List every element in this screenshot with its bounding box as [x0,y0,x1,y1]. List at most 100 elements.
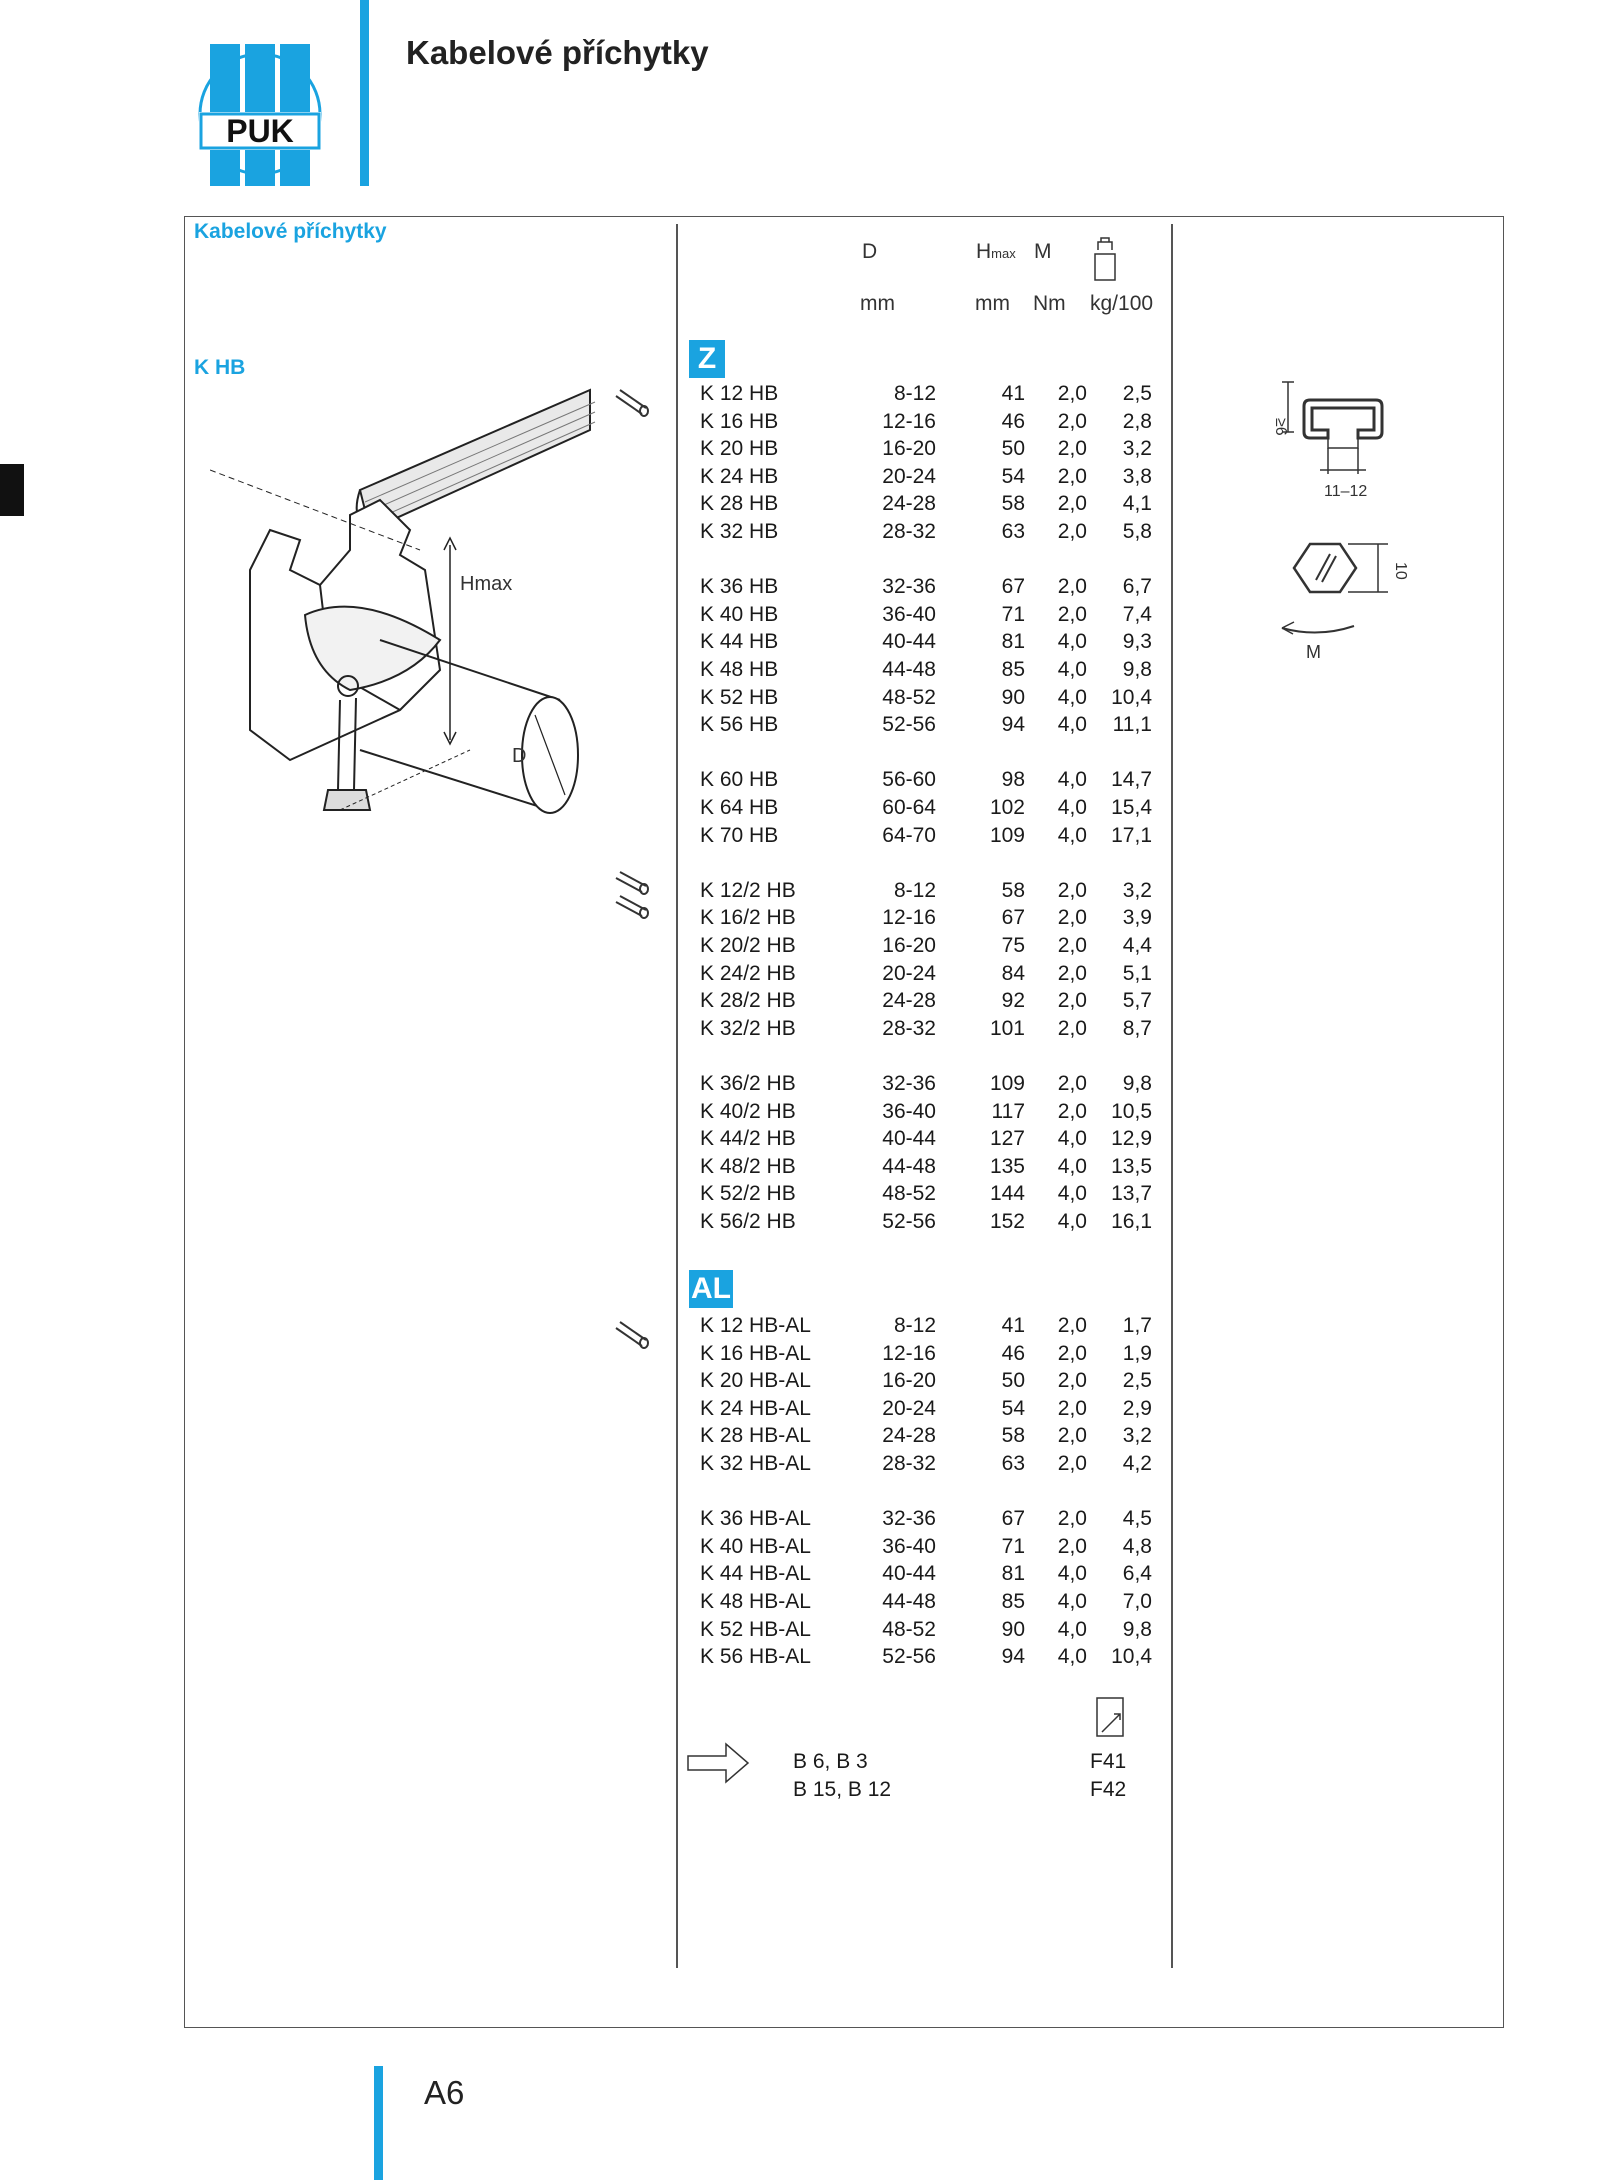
header-accent-bar [360,0,369,186]
product-code: K 12/2 HB [700,878,796,902]
page-reference-icon [1096,1697,1124,1737]
diameter-range: 16-20 [882,1369,936,1393]
badge-z: Z [689,340,725,378]
hmax-value: 85 [1001,658,1025,681]
unit-h: mm [975,292,1010,315]
torque-value: 4,0 [1057,1210,1087,1233]
weight-value: 7,4 [1122,602,1152,626]
weight-value: 10,5 [1111,1099,1152,1123]
weight-value: 6,4 [1122,1562,1152,1586]
weight-value: 9,3 [1122,630,1152,654]
hmax-value: 81 [1001,1562,1025,1586]
weight-value: 4,5 [1122,1507,1152,1531]
product-code: K 36/2 HB [700,1072,796,1095]
hmax-value: 102 [989,796,1025,819]
hmax-value: 75 [1001,934,1025,957]
weight-value: 4,8 [1122,1534,1152,1558]
torque-value: 4,0 [1057,1154,1087,1178]
torque-value: 4,0 [1057,1562,1087,1586]
header-m: M [1034,240,1052,263]
weight-value: 9,8 [1122,1072,1152,1095]
product-code: K 28 HB-AL [700,1424,811,1448]
column-divider-left [676,224,678,1968]
torque-value: 2,0 [1057,878,1087,902]
torque-value: 2,0 [1057,382,1087,405]
torque-value: 2,0 [1057,1341,1087,1365]
weight-value: 8,7 [1122,1016,1152,1040]
hmax-value: 50 [1001,437,1025,461]
weight-value: 1,7 [1122,1314,1152,1337]
product-code: K 16 HB [700,409,779,433]
torque-value: 2,0 [1057,1099,1087,1123]
diameter-range: 12-16 [882,409,936,433]
section-tab-marker [0,464,24,516]
header-hmax: Hmax [976,240,1016,264]
weight-value: 9,8 [1122,658,1152,681]
torque-value: 4,0 [1057,1617,1087,1641]
product-code: K 60 HB [700,768,779,792]
diameter-range: 24-28 [882,1424,936,1448]
hmax-value: 50 [1001,1369,1025,1393]
torque-value: 2,0 [1057,1369,1087,1393]
weight-value: 16,1 [1111,1210,1152,1233]
torque-value: 2,0 [1057,1072,1087,1095]
dim-min-label: ≥6 [1272,418,1289,436]
weight-value: 2,5 [1122,382,1152,405]
diameter-range: 44-48 [882,1154,936,1178]
product-code: K 56 HB [700,713,779,737]
hmax-value: 109 [989,823,1025,847]
product-code: K 44 HB [700,630,779,654]
diameter-range: 44-48 [882,1590,936,1613]
torque-value: 2,0 [1057,1016,1087,1040]
torque-value: 2,0 [1057,934,1087,957]
hmax-value: 67 [1001,575,1025,599]
torque-value: 2,0 [1057,1534,1087,1558]
badge-al: AL [689,1270,733,1308]
weight-value: 13,5 [1111,1154,1152,1178]
column-divider-right [1171,224,1173,1968]
product-code: K 32 HB-AL [700,1452,811,1475]
footer-accent-bar [374,2066,383,2180]
torque-value: 4,0 [1057,658,1087,681]
weight-value: 3,2 [1122,878,1152,902]
weight-icon [1094,237,1116,281]
weight-value: 4,1 [1122,492,1152,516]
diameter-range: 60-64 [882,796,936,819]
weight-value: 2,9 [1122,1396,1152,1420]
weight-value: 3,2 [1122,1424,1152,1448]
diameter-range: 16-20 [882,437,936,461]
diameter-range: 24-28 [882,989,936,1013]
diameter-range: 32-36 [882,575,936,599]
hmax-value: 58 [1001,878,1025,902]
torque-value: 4,0 [1057,796,1087,819]
puk-logo: PUK [198,44,322,186]
torque-value: 4,0 [1057,1590,1087,1613]
diameter-range: 32-36 [882,1507,936,1531]
diameter-range: 36-40 [882,1534,936,1558]
product-code: K 28/2 HB [700,989,796,1013]
diameter-range: 8-12 [893,382,936,405]
weight-value: 5,7 [1122,989,1152,1013]
double-cable-icon [615,871,649,919]
hmax-value: 41 [1001,1314,1025,1337]
product-code: K 64 HB [700,796,779,819]
weight-value: 1,9 [1122,1341,1152,1365]
product-code: K 48 HB-AL [700,1590,811,1613]
product-code: K 52 HB-AL [700,1617,811,1641]
rail-profile-drawing: ≥6 11–12 [1272,381,1384,500]
product-code: K 56/2 HB [700,1210,796,1233]
torque-value: 2,0 [1057,437,1087,461]
hmax-value: 92 [1001,989,1025,1013]
torque-value: 2,0 [1057,1396,1087,1420]
reference-page-1: F41 [1090,1750,1127,1773]
product-code: K 16/2 HB [700,906,796,930]
torque-value: 4,0 [1057,1182,1087,1206]
torque-value: 2,0 [1057,464,1087,488]
torque-value: 2,0 [1057,989,1087,1013]
torque-value: 2,0 [1057,409,1087,433]
product-code: K 48/2 HB [700,1154,796,1178]
hmax-value: 90 [1001,685,1025,709]
torque-value: 4,0 [1057,1127,1087,1151]
diameter-range: 16-20 [882,934,936,957]
diameter-range: 8-12 [893,1314,936,1337]
